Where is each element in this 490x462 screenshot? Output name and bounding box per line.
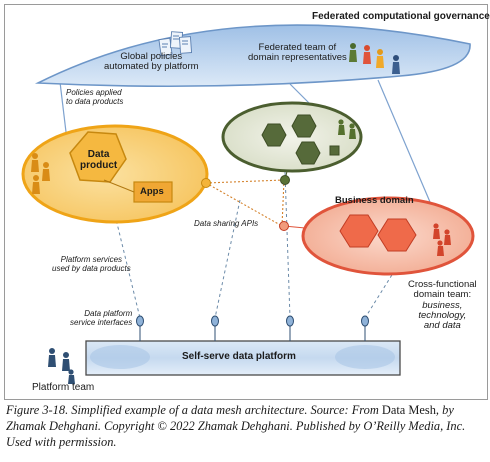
domain-green bbox=[221, 101, 363, 173]
caption-part-3: , by Zhamak Dehghani. Copyright © 2022 Z… bbox=[6, 403, 466, 449]
api-link-green-red bbox=[281, 179, 285, 227]
platform-shade-right bbox=[335, 345, 395, 369]
service-interface-pins bbox=[136, 315, 369, 341]
policies-applied-label: Policies applied to data products bbox=[66, 88, 124, 106]
yellow-api-port bbox=[201, 178, 211, 188]
data-mesh-diagram bbox=[21, 24, 475, 384]
red-api-port bbox=[279, 221, 289, 231]
api-link-yellow-red bbox=[205, 182, 283, 227]
product-to-apps bbox=[103, 179, 135, 193]
platform-team-icon bbox=[48, 348, 75, 384]
governance-title: Federated computational governance bbox=[312, 11, 490, 22]
apps-label: Apps bbox=[140, 186, 164, 197]
business-domain-label: Business domain bbox=[335, 195, 414, 206]
green-domain-team-icon bbox=[338, 119, 356, 139]
red-domain-team-icon bbox=[433, 223, 451, 256]
caption-part-1: Figure 3-18. Simplified example of a dat… bbox=[6, 403, 382, 417]
cross-functional-label: Cross-functional domain team: business, … bbox=[408, 279, 477, 331]
policy-documents-icon bbox=[158, 31, 193, 57]
service-interfaces-label: Data platform service interfaces bbox=[70, 309, 133, 327]
data-product-hexagon bbox=[69, 131, 127, 183]
team-roles: business, technology, and data bbox=[418, 299, 467, 331]
platform-services-label: Platform services used by data products bbox=[52, 255, 131, 273]
yellow-domain-team-icon bbox=[31, 153, 50, 194]
governance-line-right bbox=[377, 79, 431, 203]
api-link-yellow-green bbox=[205, 179, 285, 184]
federated-team-label: Federated team of domain representatives bbox=[248, 42, 347, 64]
figure-caption: Figure 3-18. Simplified example of a dat… bbox=[6, 403, 484, 450]
platform-line-3 bbox=[284, 171, 291, 319]
federated-team-icon bbox=[349, 43, 400, 74]
platform-line-2 bbox=[214, 199, 241, 319]
platform-team-label: Platform team bbox=[32, 382, 95, 393]
self-serve-platform-label: Self-serve data platform bbox=[182, 351, 296, 362]
platform-shade-left bbox=[90, 345, 150, 369]
governance-line-left bbox=[59, 81, 67, 133]
green-api-port bbox=[280, 175, 290, 185]
global-policies-label: Global policies automated by platform bbox=[104, 51, 199, 73]
governance-dome bbox=[34, 24, 471, 88]
data-product-label: Data product bbox=[80, 149, 118, 171]
caption-book-title: Data Mesh bbox=[381, 403, 436, 417]
green-data-products-icon bbox=[261, 114, 340, 165]
platform-line-4 bbox=[364, 269, 396, 319]
red-data-products-icon bbox=[339, 214, 417, 252]
data-sharing-apis-label: Data sharing APIs bbox=[194, 219, 259, 228]
